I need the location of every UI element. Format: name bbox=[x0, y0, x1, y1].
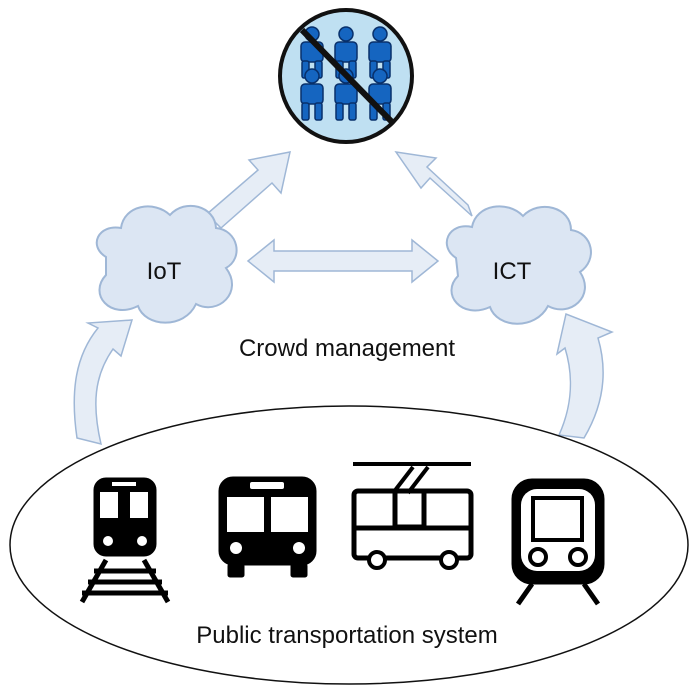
public-transportation-ellipse bbox=[9, 405, 689, 685]
ict-to-crowd-arrow bbox=[394, 151, 473, 217]
crowd-management-label: Crowd management bbox=[239, 335, 455, 362]
iot-ict-bidirectional-arrow bbox=[246, 238, 440, 284]
transport-to-ict-curved-arrow bbox=[555, 312, 614, 439]
ict-label: ICT bbox=[493, 258, 532, 285]
crowd-restriction-icon bbox=[278, 8, 414, 144]
iot-label: IoT bbox=[147, 258, 182, 285]
trolleybus-icon bbox=[351, 462, 474, 570]
transport-to-iot-curved-arrow bbox=[73, 319, 134, 446]
iot-to-crowd-arrow bbox=[205, 151, 291, 230]
metro-train-icon bbox=[511, 478, 605, 606]
iot-cloud: IoT bbox=[95, 204, 238, 324]
ict-cloud: ICT bbox=[445, 205, 592, 325]
bus-icon bbox=[218, 476, 317, 578]
train-on-tracks-icon bbox=[79, 477, 171, 604]
public-transportation-label: Public transportation system bbox=[196, 622, 497, 649]
